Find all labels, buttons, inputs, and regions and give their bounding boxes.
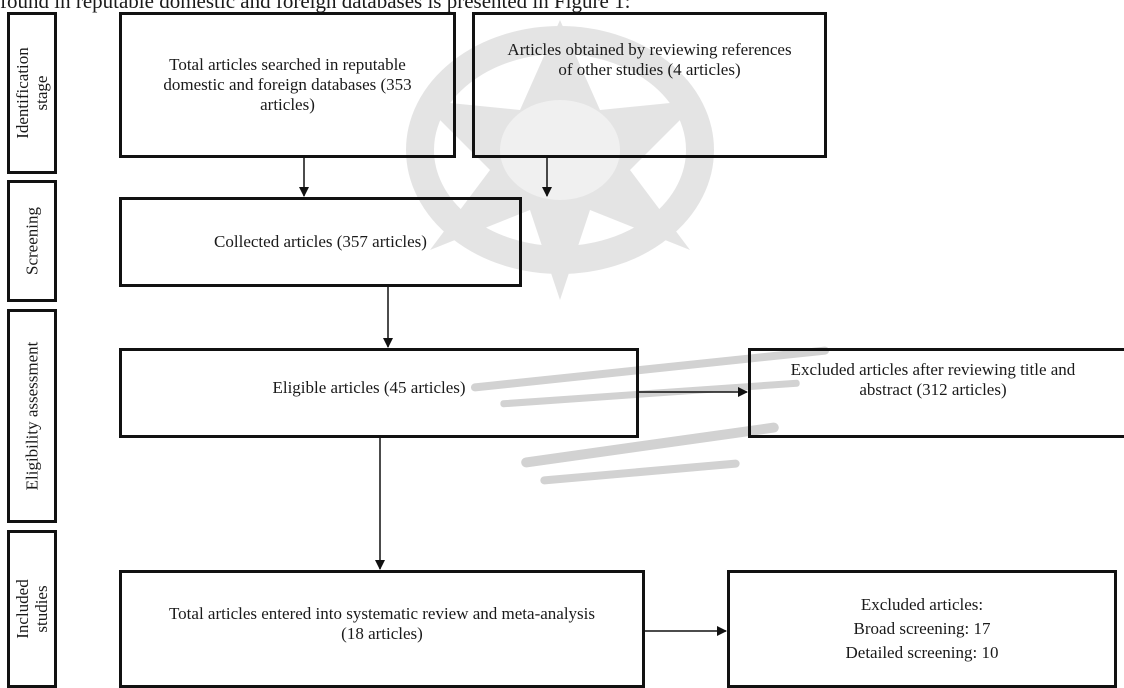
- excluded-final-broad: Broad screening: 17: [853, 619, 991, 638]
- eligible-text: Eligible articles (45 articles): [272, 378, 466, 397]
- entered-box: Total articles entered into systematic r…: [119, 570, 645, 688]
- entered-text: Total articles entered into systematic r…: [168, 604, 595, 643]
- excluded-final-detailed: Detailed screening: 10: [845, 643, 999, 662]
- excluded-title-box: Excluded articles after reviewing title …: [748, 348, 1124, 438]
- references-text: Articles obtained by reviewing reference…: [507, 40, 792, 79]
- databases-box: Total articles searched in reputable dom…: [119, 12, 456, 158]
- stage-screening: Screening: [7, 180, 57, 302]
- collected-box: Collected articles (357 articles): [119, 197, 522, 287]
- databases-text: Total articles searched in reputable dom…: [163, 55, 412, 114]
- excluded-title-text: Excluded articles after reviewing title …: [790, 360, 1076, 399]
- collected-text: Collected articles (357 articles): [214, 232, 427, 251]
- figure-caption: found in reputable domestic and foreign …: [0, 0, 631, 13]
- stage-eligibility: Eligibility assessment: [7, 309, 57, 523]
- stage-identification: Identification stage: [7, 12, 57, 174]
- stage-included: Included studies: [7, 530, 57, 688]
- excluded-final-box: Excluded articles: Broad screening: 17 D…: [727, 570, 1117, 688]
- eligible-box: Eligible articles (45 articles): [119, 348, 639, 438]
- references-box: Articles obtained by reviewing reference…: [472, 12, 827, 158]
- excluded-final-heading: Excluded articles:: [860, 595, 984, 614]
